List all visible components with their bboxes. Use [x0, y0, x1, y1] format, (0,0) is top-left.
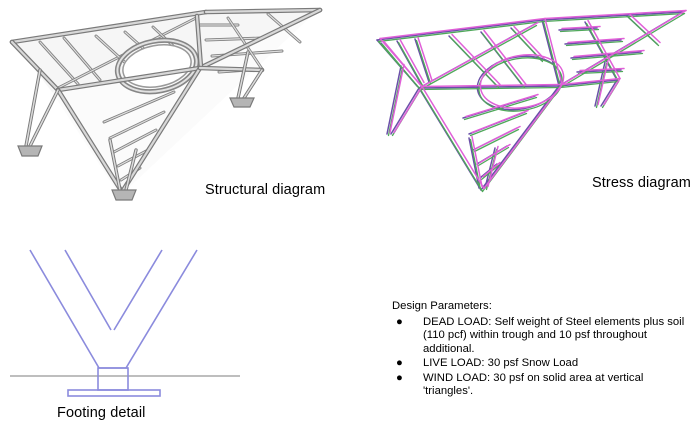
stress-layer-original: [376, 11, 684, 191]
footing-detail: [10, 228, 240, 428]
design-parameters-list: ● DEAD LOAD: Self weight of Steel elemen…: [392, 316, 696, 400]
design-parameter-item-wind-load: ● WIND LOAD: 30 psf on solid area at ver…: [392, 372, 696, 399]
design-parameters-title: Design Parameters:: [392, 300, 492, 312]
stress-layer-deformed: [379, 9, 687, 190]
design-parameter-text: LIVE LOAD: 30 psf Snow Load: [423, 357, 579, 370]
stress-diagram-caption: Stress diagram: [592, 175, 691, 191]
support-leg-left: [17, 68, 60, 157]
structural-diagram: .mem { stroke:#7a7a7a; stroke-width:4.6;…: [0, 0, 330, 210]
truss-main-chords: [9, 7, 323, 195]
footing-detail-caption: Footing detail: [57, 405, 146, 421]
bullet-icon: ●: [396, 315, 403, 328]
structural-diagram-svg: .mem { stroke:#7a7a7a; stroke-width:4.6;…: [9, 7, 323, 201]
bullet-icon: ●: [396, 357, 403, 370]
support-leg-bottom: [108, 138, 138, 201]
stress-diagram-svg: .sM { stroke:#e060d8; stroke-width:1.5; …: [376, 9, 687, 193]
support-leg-right: [229, 50, 264, 108]
design-parameter-text: DEAD LOAD: Self weight of Steel elements…: [423, 315, 685, 355]
stress-layer-secondary: [377, 12, 686, 193]
footing-detail-svg: [10, 249, 240, 397]
bullet-icon: ●: [396, 371, 403, 384]
structural-diagram-caption: Structural diagram: [205, 182, 326, 198]
design-parameter-item-dead-load: ● DEAD LOAD: Self weight of Steel elemen…: [392, 316, 696, 357]
design-parameters-block: Design Parameters: ● DEAD LOAD: Self wei…: [392, 300, 696, 430]
design-parameter-text: WIND LOAD: 30 psf on solid area at verti…: [423, 371, 644, 398]
stress-diagram: .sM { stroke:#e060d8; stroke-width:1.5; …: [345, 0, 700, 200]
design-parameter-item-live-load: ● LIVE LOAD: 30 psf Snow Load: [392, 357, 696, 371]
footing-column-members: [29, 249, 198, 397]
